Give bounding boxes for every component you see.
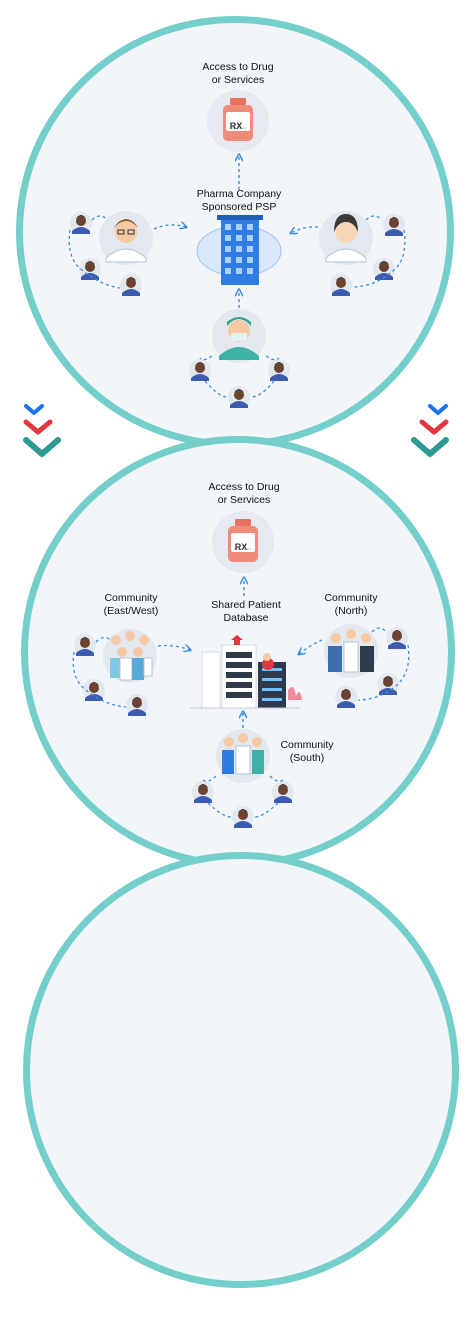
doctor-male-icon: [99, 211, 153, 265]
community-east-west-icon: [103, 629, 157, 683]
svg-text:RX: RX: [230, 121, 243, 131]
community-east-west-label: Community(East/West): [103, 592, 159, 617]
community-north-icon: [324, 624, 378, 678]
empty-circle: [23, 852, 459, 1288]
svg-text:RX: RX: [235, 542, 248, 552]
chevrons-down-left-icon: [23, 404, 61, 457]
rx-bottle-icon: RX: [211, 510, 275, 574]
doctor-female-icon: [319, 211, 373, 265]
database-server-icon: [190, 635, 302, 709]
chevrons-down-right-icon: [411, 404, 449, 457]
surgeon-icon: [212, 309, 266, 363]
community-north-label: Community(North): [324, 592, 378, 617]
rx-bottle-icon: RX: [206, 89, 270, 153]
community-south-label: Community(South): [280, 739, 334, 764]
community-south-icon: [216, 729, 270, 783]
pharma-building-icon: [196, 215, 282, 285]
